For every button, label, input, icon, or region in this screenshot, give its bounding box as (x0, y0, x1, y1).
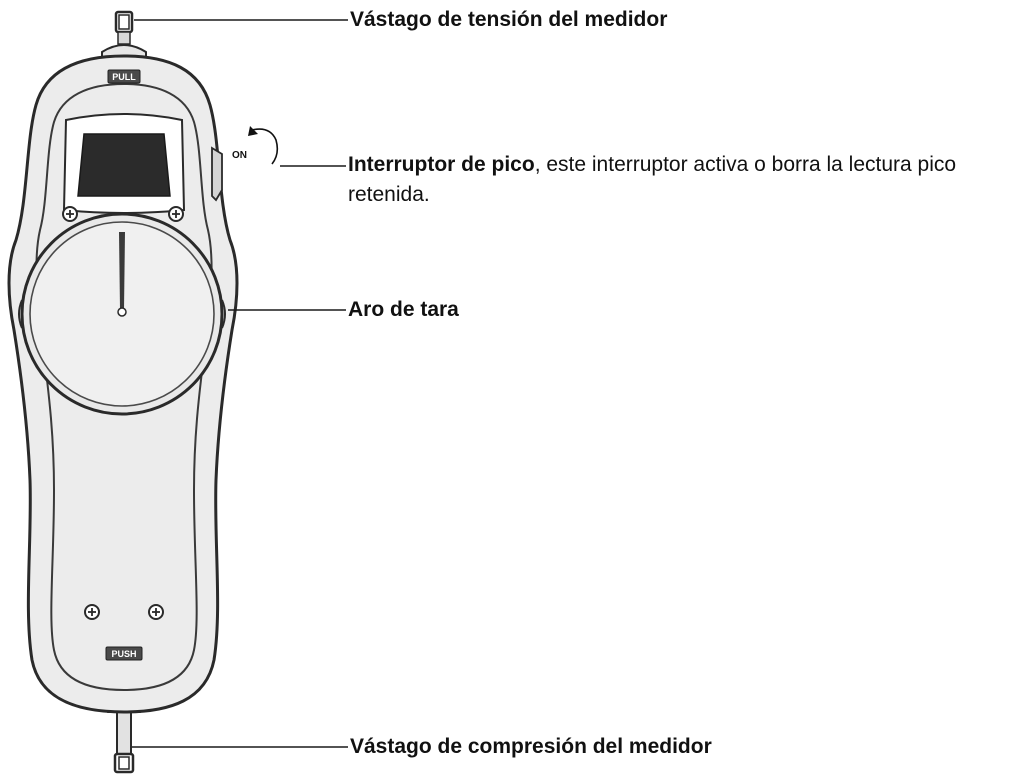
curved-arrow-icon (251, 128, 279, 165)
screw-icon (84, 604, 100, 620)
callout-tare-ring: Aro de tara (348, 295, 459, 325)
dial-needle (117, 232, 127, 317)
callout-tare-ring-label: Aro de tara (348, 298, 459, 321)
push-plate-label: PUSH (111, 649, 136, 659)
screw-icon (168, 206, 184, 222)
tension-shaft (101, 10, 147, 59)
screw-icon (62, 206, 78, 222)
peak-switch[interactable] (211, 146, 223, 202)
callout-peak-switch-bold: Interruptor de pico (348, 153, 535, 176)
pull-plate: PULL (107, 69, 141, 84)
callout-compression-shaft-label: Vástago de compresión del medidor (350, 735, 712, 758)
callout-tension-shaft: Vástago de tensión del medidor (350, 5, 667, 35)
callout-peak-switch-desc: , este interruptor activa o borra la lec… (348, 153, 957, 206)
push-plate: PUSH (105, 646, 143, 661)
display-window (77, 133, 171, 197)
callout-peak-switch: Interruptor de pico, este interruptor ac… (348, 150, 1008, 210)
switch-label: ON (232, 150, 247, 161)
screw-icon (148, 604, 164, 620)
pull-plate-label: PULL (112, 72, 136, 82)
callout-tension-shaft-label: Vástago de tensión del medidor (350, 8, 668, 31)
callout-compression-shaft: Vástago de compresión del medidor (350, 732, 712, 762)
on-indicator: ON (232, 126, 279, 165)
